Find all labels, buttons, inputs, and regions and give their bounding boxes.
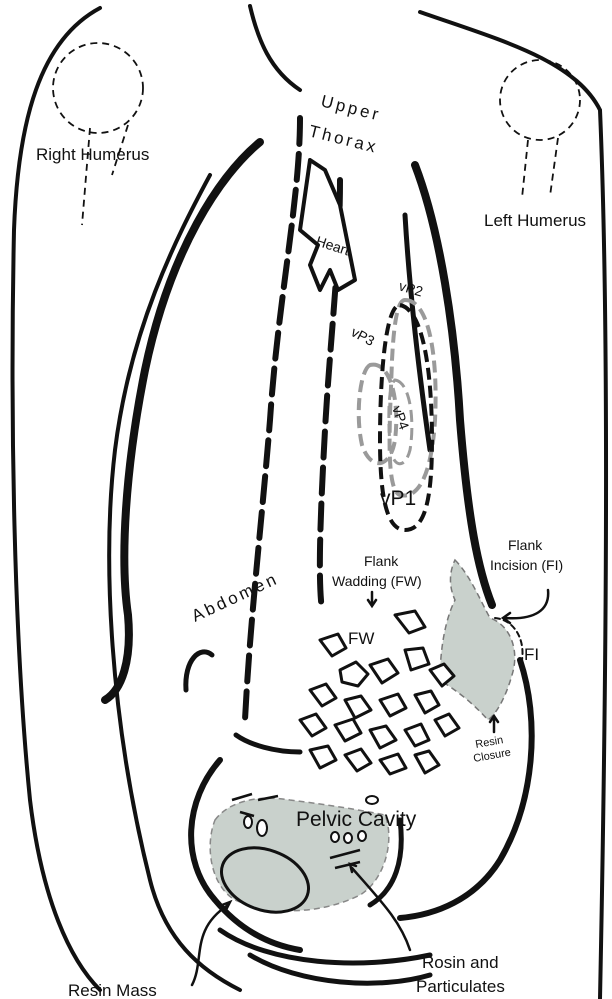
wad bbox=[320, 634, 346, 656]
wad bbox=[380, 754, 406, 774]
label-vp1: vP1 bbox=[380, 487, 416, 510]
particulate bbox=[366, 796, 378, 804]
rosin-arrow bbox=[350, 864, 410, 950]
left-humerus-shaft-1 bbox=[522, 140, 528, 198]
wad bbox=[345, 749, 371, 771]
resin-closure-area bbox=[440, 560, 515, 720]
right-humerus-head bbox=[53, 43, 143, 133]
particulate bbox=[257, 820, 267, 836]
lower-arc bbox=[236, 735, 300, 752]
wad bbox=[340, 662, 368, 686]
label-pelvic-cavity: Pelvic Cavity bbox=[296, 808, 417, 831]
right-arm-outline bbox=[420, 12, 606, 999]
wad bbox=[300, 714, 326, 736]
label-right-humerus: Right Humerus bbox=[36, 145, 149, 164]
label-abdomen: Abdomen bbox=[189, 569, 282, 626]
label-vp2: vP2 bbox=[397, 278, 425, 300]
label-thorax: Thorax bbox=[307, 121, 380, 157]
wad bbox=[370, 659, 398, 683]
particulate bbox=[244, 816, 252, 828]
label-rosin-2: Particulates bbox=[416, 977, 505, 996]
label-flank-incision-2: Incision (FI) bbox=[490, 557, 563, 573]
left-abdomen-band bbox=[245, 118, 300, 720]
left-humerus-shaft-2 bbox=[550, 138, 558, 196]
label-resin-mass: Resin Mass bbox=[68, 981, 157, 999]
wad bbox=[345, 696, 371, 718]
label-vp4: vP4 bbox=[389, 404, 412, 432]
particulate bbox=[358, 831, 366, 841]
label-left-humerus: Left Humerus bbox=[484, 211, 586, 230]
wad bbox=[415, 751, 439, 773]
wad bbox=[380, 694, 406, 716]
flank-incision-arrow bbox=[503, 590, 548, 623]
label-fw: FW bbox=[348, 629, 374, 648]
flank-wadding-arrow bbox=[368, 592, 376, 606]
left-humerus-head bbox=[500, 60, 580, 140]
label-flank-wadding-2: Wadding (FW) bbox=[332, 573, 422, 589]
label-upper: Upper bbox=[319, 91, 383, 124]
particulate bbox=[331, 832, 339, 842]
wad bbox=[370, 726, 396, 748]
resin-closure-arrow bbox=[490, 716, 498, 732]
wad bbox=[405, 648, 429, 670]
particulate bbox=[344, 833, 352, 843]
label-fi: FI bbox=[524, 645, 539, 664]
wad bbox=[395, 611, 425, 633]
abdomen-hook bbox=[186, 652, 212, 690]
wad bbox=[435, 714, 459, 736]
left-arm-inner bbox=[250, 6, 300, 90]
wad bbox=[310, 684, 336, 706]
heart-outline bbox=[300, 160, 355, 290]
flank-wadding-cluster bbox=[300, 611, 459, 774]
wad bbox=[335, 719, 361, 741]
right-torso-wall bbox=[415, 165, 492, 605]
wad bbox=[405, 724, 429, 746]
label-rosin-1: Rosin and bbox=[422, 953, 499, 972]
wad bbox=[415, 691, 439, 713]
right-humerus-shaft-1 bbox=[82, 128, 90, 225]
label-vp3: vP3 bbox=[349, 324, 378, 350]
wad bbox=[310, 746, 336, 768]
label-flank-incision-1: Flank bbox=[508, 537, 543, 553]
label-flank-wadding-1: Flank bbox=[364, 553, 399, 569]
